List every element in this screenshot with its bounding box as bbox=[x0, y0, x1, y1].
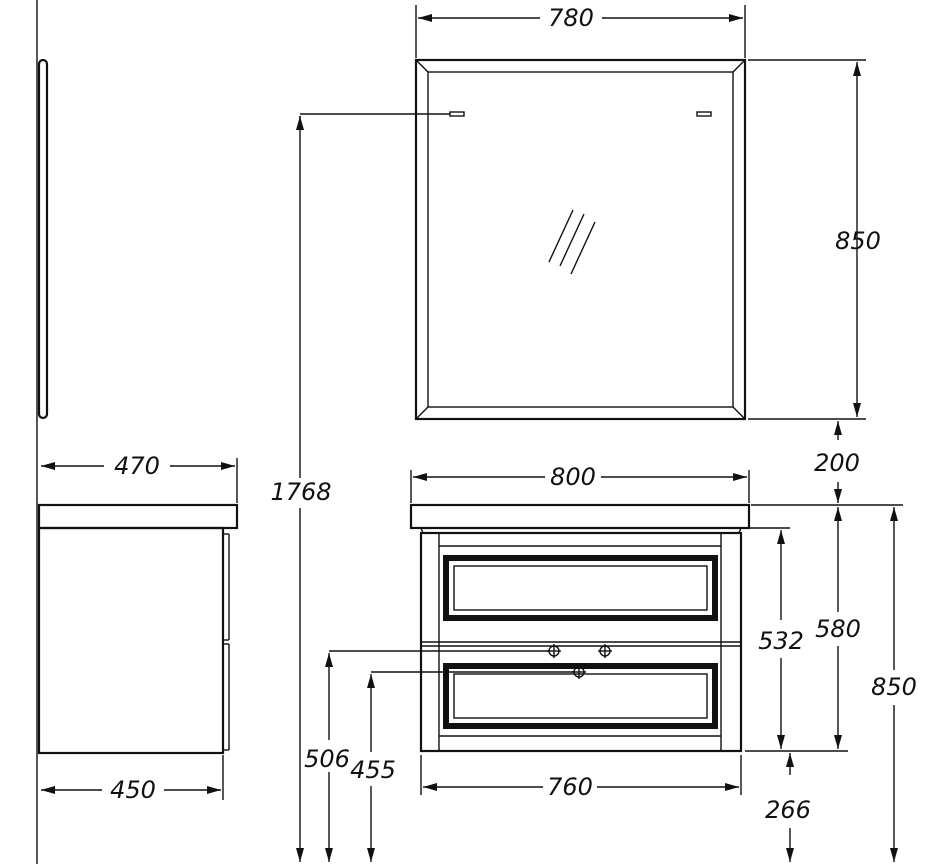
dim-mirror-width: 780 bbox=[415, 4, 746, 58]
vanity-front-view bbox=[409, 503, 751, 753]
mirror-light-left bbox=[449, 111, 465, 117]
dim-mirror-mount-height: 1768 bbox=[270, 113, 450, 862]
label-cabinet-width: 760 bbox=[547, 773, 593, 801]
dim-floor-clearance: 266 bbox=[765, 753, 811, 862]
dim-cabinet-width: 760 bbox=[420, 755, 742, 801]
label-cabinet-height: 532 bbox=[758, 627, 804, 655]
mirror-light-right bbox=[696, 111, 712, 117]
dim-top-depth: 470 bbox=[41, 452, 238, 503]
dim-top-width: 800 bbox=[410, 463, 750, 503]
label-cabinet-depth: 450 bbox=[110, 776, 156, 804]
label-pipe-height-upper: 506 bbox=[304, 745, 350, 773]
dim-pipe-height-upper: 506 bbox=[304, 650, 550, 862]
glass-reflection-icon bbox=[548, 209, 596, 275]
vanity-side-view bbox=[37, 503, 239, 755]
label-mirror-mount-height: 1768 bbox=[270, 478, 331, 506]
label-pipe-height-lower: 455 bbox=[350, 756, 396, 784]
drawer-top bbox=[443, 555, 718, 621]
dim-cabinet-height-with-top: 580 bbox=[751, 504, 861, 752]
dim-overall-height: 850 bbox=[848, 504, 917, 862]
label-floor-clearance: 266 bbox=[765, 796, 811, 824]
pipe-markers-icon bbox=[547, 644, 612, 679]
label-top-width: 800 bbox=[550, 463, 596, 491]
label-mirror-height: 850 bbox=[835, 227, 881, 255]
mirror-front-view bbox=[414, 58, 747, 421]
drawer-bottom bbox=[443, 663, 718, 729]
label-gap-mirror-to-top: 200 bbox=[814, 449, 860, 477]
dim-mirror-height: 850 bbox=[748, 59, 881, 420]
label-top-depth: 470 bbox=[114, 452, 160, 480]
label-overall-height: 850 bbox=[871, 673, 917, 701]
dim-gap-mirror-to-top: 200 bbox=[814, 421, 860, 503]
label-cabinet-height-with-top: 580 bbox=[815, 615, 861, 643]
dim-pipe-height-lower: 455 bbox=[350, 671, 575, 862]
label-mirror-width: 780 bbox=[548, 4, 594, 32]
dim-cabinet-depth: 450 bbox=[41, 755, 224, 804]
mirror-side-view bbox=[37, 58, 49, 420]
dim-cabinet-height: 532 bbox=[745, 527, 804, 752]
